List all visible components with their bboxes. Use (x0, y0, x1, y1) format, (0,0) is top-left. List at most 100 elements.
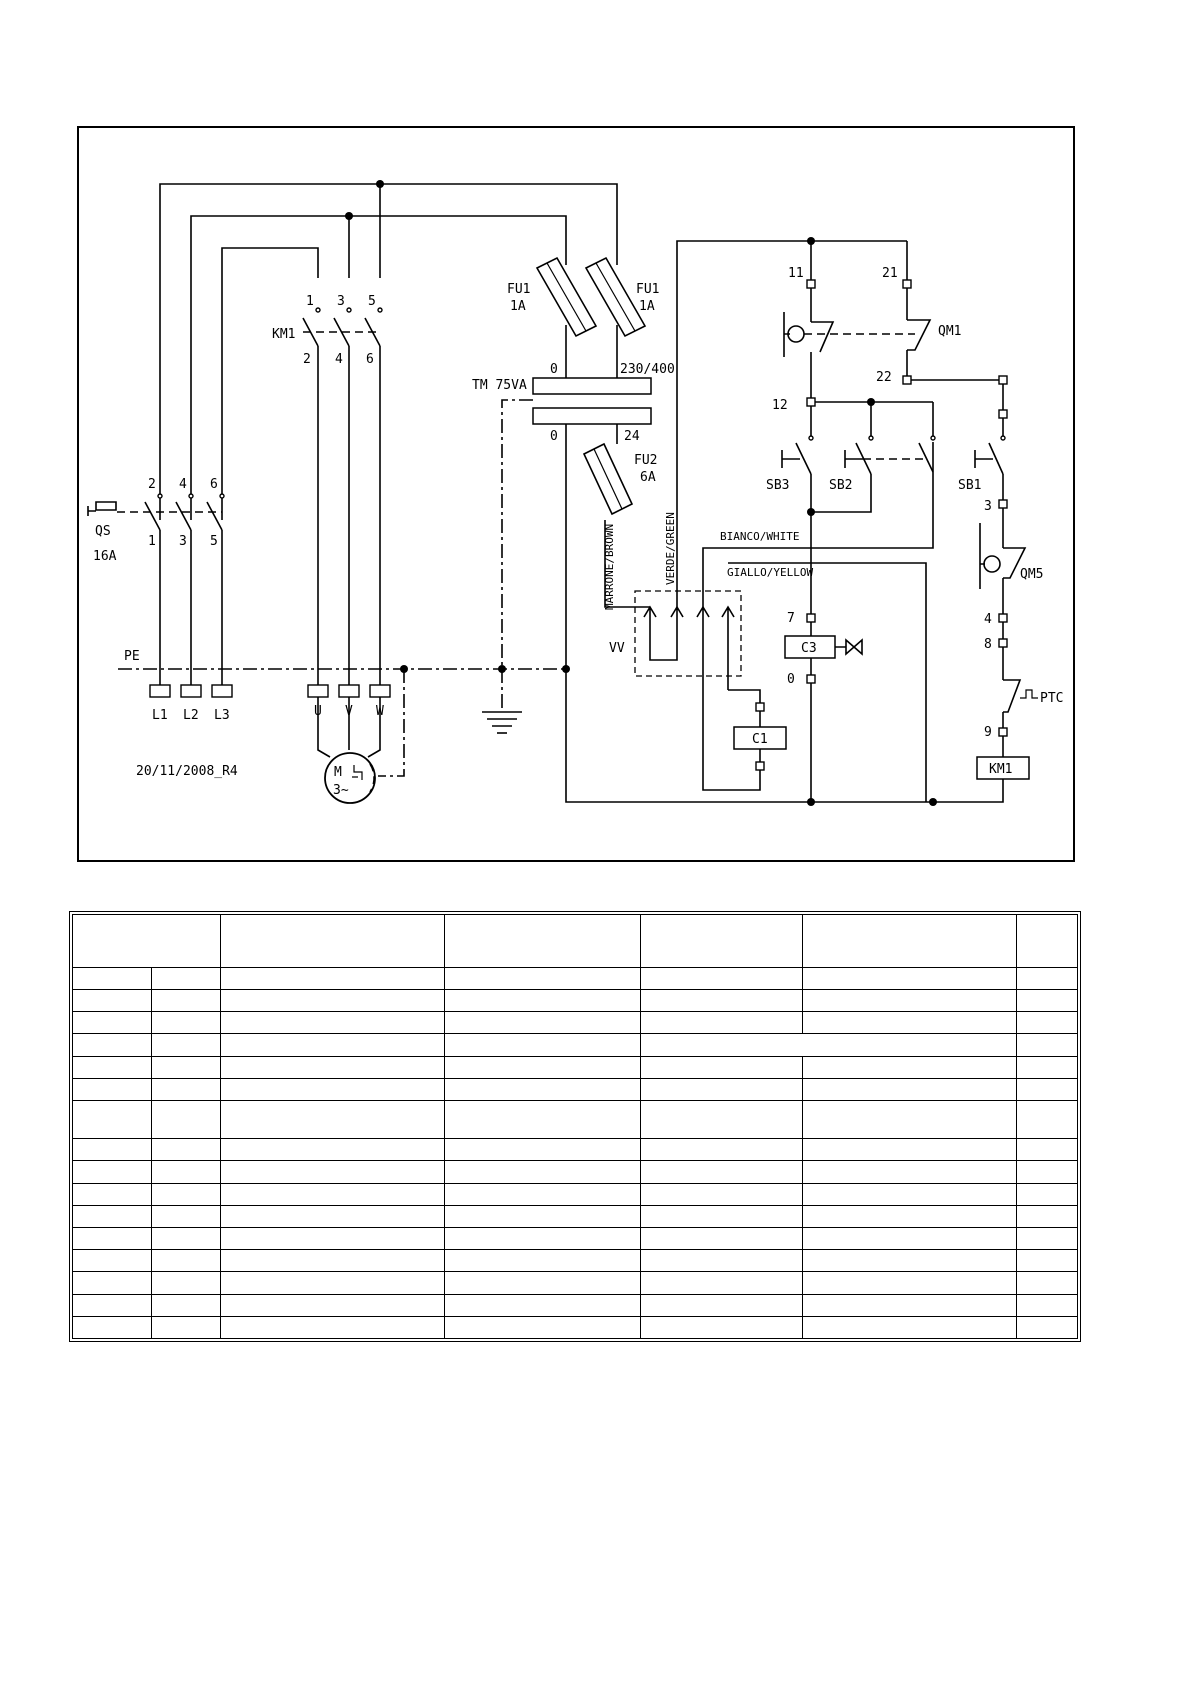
table-cell (640, 989, 804, 1013)
table-cell (219, 1160, 445, 1184)
table-cell (219, 1011, 445, 1035)
fu2-rating: 6A (640, 470, 656, 485)
qs-terminal-2: 2 (148, 477, 156, 492)
table-cell (640, 1293, 804, 1317)
table-row (72, 1033, 1078, 1057)
table-row (72, 1293, 1078, 1317)
table-cell (72, 1100, 152, 1140)
table-cell (219, 1271, 445, 1295)
table-header-row (72, 914, 1078, 968)
table-cell (640, 1138, 804, 1162)
fu1-left-rating: 1A (510, 299, 526, 314)
qm5-protection: QM5 (979, 508, 1043, 614)
qm1-contact-11-12: 11 12 (772, 266, 835, 413)
wire-brown-label: MARRONE/BROWN (603, 524, 616, 610)
table-cell (640, 1271, 804, 1295)
fu2-label: FU2 (634, 453, 657, 468)
table-row (72, 1055, 1078, 1079)
table-cell (150, 1055, 221, 1079)
table-cell (1016, 1077, 1078, 1102)
km1-terminal-2: 2 (303, 352, 311, 367)
table-cell (443, 1100, 642, 1140)
km1-contactor-label: KM1 (272, 327, 295, 342)
table-cell (72, 1249, 152, 1273)
tm-primary-0: 0 (550, 362, 558, 377)
table-row (72, 1138, 1078, 1162)
table-cell (443, 1226, 642, 1251)
table-cell (72, 966, 152, 991)
km1-terminal-3: 3 (337, 294, 345, 309)
qs-label: QS (95, 524, 111, 539)
table-cell (802, 1011, 1018, 1035)
table-cell (443, 1249, 642, 1273)
table-cell (219, 1315, 445, 1340)
table-cell (443, 1138, 642, 1162)
table-cell (443, 1271, 642, 1295)
table-cell (219, 1077, 445, 1102)
node-4: 4 (984, 612, 992, 627)
table-cell (443, 1033, 642, 1057)
table-cell (219, 1182, 445, 1206)
table-cell (1016, 989, 1078, 1013)
km1-coil-label: KM1 (989, 762, 1012, 777)
table-cell (219, 1055, 445, 1079)
table-cell (72, 1055, 152, 1079)
table-row (72, 1182, 1078, 1206)
table-cell (1016, 1160, 1078, 1184)
tm-secondary-0: 0 (550, 429, 558, 444)
table-cell (219, 1100, 445, 1140)
table-cell (802, 1077, 1018, 1102)
qs-terminal-5: 5 (210, 534, 218, 549)
table-row (72, 1249, 1078, 1273)
table-row (72, 1204, 1078, 1228)
qs-terminal-6: 6 (210, 477, 218, 492)
motor-label-3ph: 3~ (333, 783, 349, 798)
table-cell (72, 1271, 152, 1295)
table-cell (72, 1226, 152, 1251)
vv-connector: VV MARRONE/BROWN VERDE/GREEN (603, 512, 742, 690)
motor-label-m: M (334, 765, 342, 780)
table-cell (150, 1293, 221, 1317)
table-cell (219, 1293, 445, 1317)
diagram-frame (77, 126, 1075, 862)
node-8: 8 (984, 637, 992, 652)
table-cell (443, 1315, 642, 1340)
table-cell (443, 1077, 642, 1102)
ptc-label: PTC (1040, 691, 1063, 706)
sb3-label: SB3 (766, 478, 789, 493)
sb1-label: SB1 (958, 478, 981, 493)
table-cell (443, 1204, 642, 1228)
table-cell (1016, 1055, 1078, 1079)
table-cell (802, 1315, 1018, 1340)
table-cell (802, 1160, 1018, 1184)
table-cell (1016, 1100, 1078, 1140)
wiring-schematic: 1 3 5 2 4 6 KM1 2 4 6 1 3 5 QS 16A PE (77, 126, 1075, 862)
qm1-contact-21-22: 21 QM1 22 (876, 266, 1003, 385)
fu1-left-label: FU1 (507, 282, 530, 297)
table-cell (640, 966, 804, 991)
table-cell (443, 1182, 642, 1206)
table-cell (802, 1055, 1018, 1079)
header-cell (640, 914, 804, 968)
fu2-fuse: FU2 6A (582, 424, 657, 516)
qs-terminal-4: 4 (179, 477, 187, 492)
header-cell (802, 914, 1018, 968)
table-cell (640, 1077, 804, 1102)
header-cell (1016, 914, 1078, 968)
table-row (72, 1100, 1078, 1140)
table-cell (72, 1182, 152, 1206)
table-row (72, 1011, 1078, 1035)
terminal-l3: L3 (214, 708, 230, 723)
table-cell (443, 1293, 642, 1317)
qm1-label: QM1 (938, 324, 961, 339)
table-cell (640, 1315, 804, 1340)
table-cell (1016, 1226, 1078, 1251)
table-cell (443, 1160, 642, 1184)
table-row (72, 989, 1078, 1013)
table-cell (802, 1249, 1018, 1273)
table-cell (1016, 1271, 1078, 1295)
table-cell (72, 1138, 152, 1162)
table-cell (150, 1271, 221, 1295)
table-cell (1016, 1315, 1078, 1340)
km1-coil: KM1 (976, 756, 1030, 780)
